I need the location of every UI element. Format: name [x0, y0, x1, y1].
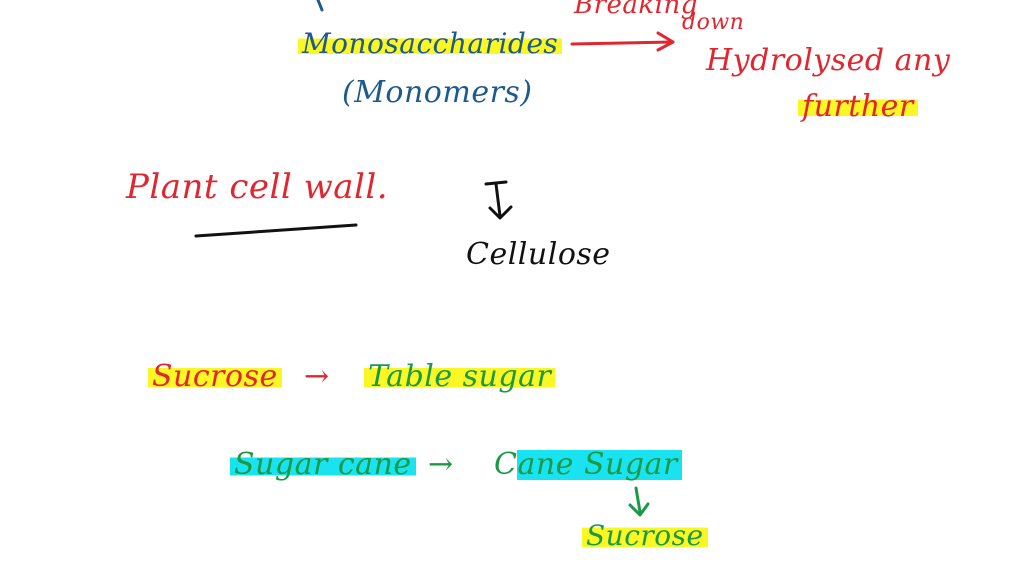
note-down: down	[682, 10, 745, 35]
note-monosaccharides: Monosaccharides	[298, 30, 563, 58]
note-cellulose: Cellulose	[466, 237, 611, 272]
note-hydrolysed: Hydrolysed any	[706, 43, 951, 78]
green-down-arrow-head	[628, 502, 650, 517]
note-monomers: (Monomers)	[342, 75, 533, 110]
note-sugar-cane: Sugar cane	[230, 450, 416, 480]
note-plant-cell-wall: Plant cell wall.	[126, 167, 389, 207]
note-sucrose: Sucrose	[148, 362, 282, 392]
note-table-sugar: Table sugar	[364, 362, 556, 392]
arrow-sucrose-to-table: →	[304, 359, 330, 394]
note-cane-sugar: Cane Sugar	[490, 450, 682, 480]
black-down-arrow-top	[484, 180, 508, 186]
blue-stroke-fragment	[316, 0, 324, 12]
arrow-cane-to-sugar: →	[428, 447, 454, 482]
red-arrow-line	[570, 40, 674, 46]
red-arrow-head	[656, 31, 675, 52]
note-further: further	[798, 92, 918, 122]
black-down-arrow-stem	[494, 182, 502, 218]
note-breaking: Breaking	[574, 0, 698, 20]
green-down-arrow-stem	[634, 486, 642, 514]
note-sucrose-bottom: Sucrose	[582, 522, 708, 550]
plant-underline	[194, 223, 358, 238]
black-down-arrow-head	[488, 205, 513, 220]
